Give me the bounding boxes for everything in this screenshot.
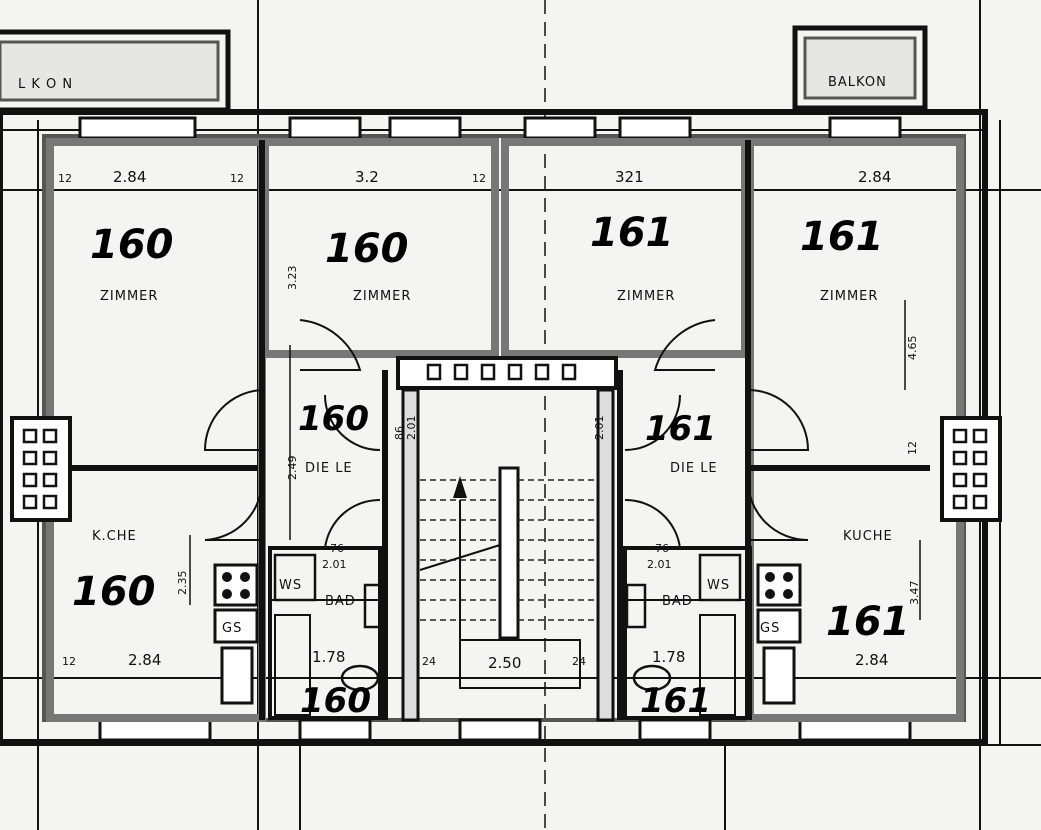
zimmer-label-4: ZIMMER: [820, 289, 878, 304]
dim-bath-left: 1.78: [312, 648, 345, 666]
dim-top-mid-left: 3.2: [355, 168, 379, 186]
dim-12-bottom-left: 12: [62, 655, 76, 668]
dim-12-c: 12: [472, 172, 486, 185]
stove-right: [756, 563, 802, 705]
gs-label-right: GS: [760, 621, 780, 636]
dim-kuche-right: 3.47: [908, 581, 921, 606]
bath-fixtures-left: [273, 553, 385, 692]
kuche-label-left: K.CHE: [92, 529, 137, 544]
dim-12-side: 12: [906, 441, 919, 455]
bad-label-left: BAD: [325, 594, 356, 609]
flat-number-zimmer-1: 160: [90, 222, 174, 268]
zimmer-label-1: ZIMMER: [100, 289, 158, 304]
dim-stair-width: 2.50: [488, 654, 521, 672]
dim-12-a: 12: [58, 172, 72, 185]
flat-number-kuche-left: 160: [72, 569, 156, 615]
flat-number-zimmer-3: 161: [590, 210, 674, 256]
dim-height-zimmer-right: 4.65: [906, 336, 919, 361]
dim-76-left: 76: [330, 542, 344, 555]
flat-number-kuche-right: 161: [826, 599, 910, 645]
dim-height-diele: 2.49: [286, 456, 299, 481]
dim-top-left: 2.84: [113, 168, 146, 186]
flat-number-zimmer-4: 161: [800, 214, 884, 260]
balcony-right: BALKON: [792, 25, 928, 111]
stairwell: [396, 356, 618, 722]
walls-flat-160: [46, 138, 499, 722]
dim-bath-right: 1.78: [652, 648, 685, 666]
windows-bottom: [98, 718, 912, 742]
dim-86: 86: [393, 426, 406, 440]
flat-number-diele-left: 160: [298, 399, 369, 439]
bad-label-right: BAD: [662, 594, 693, 609]
dim-top-right: 2.84: [858, 168, 891, 186]
zimmer-label-2: ZIMMER: [353, 289, 411, 304]
windows-top: [78, 116, 902, 140]
flat-number-diele-right: 161: [645, 409, 716, 449]
zimmer-label-3: ZIMMER: [617, 289, 675, 304]
gs-label-left: GS: [222, 621, 242, 636]
dim-bad-right: 2.01: [647, 558, 672, 571]
dim-24-left: 24: [422, 655, 436, 668]
vent-block-right: [940, 416, 1002, 522]
dim-top-mid-right: 321: [615, 168, 644, 186]
balcony-left-label: L K O N: [18, 77, 73, 92]
flat-number-bad-left: 160: [300, 681, 371, 721]
ws-label-right: WS: [707, 578, 730, 593]
dim-height-zimmer-left: 3.23: [286, 266, 299, 291]
diele-label-left: DIE LE: [305, 461, 353, 476]
flat-number-bad-right: 161: [640, 681, 711, 721]
dim-bottom-right: 2.84: [855, 651, 888, 669]
dim-12-b: 12: [230, 172, 244, 185]
dim-door-right: 2.01: [593, 416, 606, 441]
dim-76-right: 76: [655, 542, 669, 555]
stove-left: [213, 563, 259, 705]
balcony-left: L K O N: [0, 29, 231, 113]
bath-fixtures-right: [625, 553, 742, 692]
dim-door-left: 2.01: [405, 416, 418, 441]
diele-label-right: DIE LE: [670, 461, 718, 476]
doors: [203, 319, 810, 549]
flat-number-zimmer-2: 160: [325, 226, 409, 272]
walls-flat-161: [501, 138, 964, 722]
dimension-marks: [189, 300, 921, 620]
dim-kuche-left: 2.35: [176, 571, 189, 596]
kuche-label-right: KUCHE: [843, 529, 893, 544]
balcony-right-label: BALKON: [828, 75, 887, 90]
stair-arrow-icon: [453, 476, 467, 498]
ws-label-left: WS: [279, 578, 302, 593]
dim-24-right: 24: [572, 655, 586, 668]
vent-block-left: [10, 416, 72, 522]
dim-bottom-left: 2.84: [128, 651, 161, 669]
dim-bad-left: 2.01: [322, 558, 347, 571]
